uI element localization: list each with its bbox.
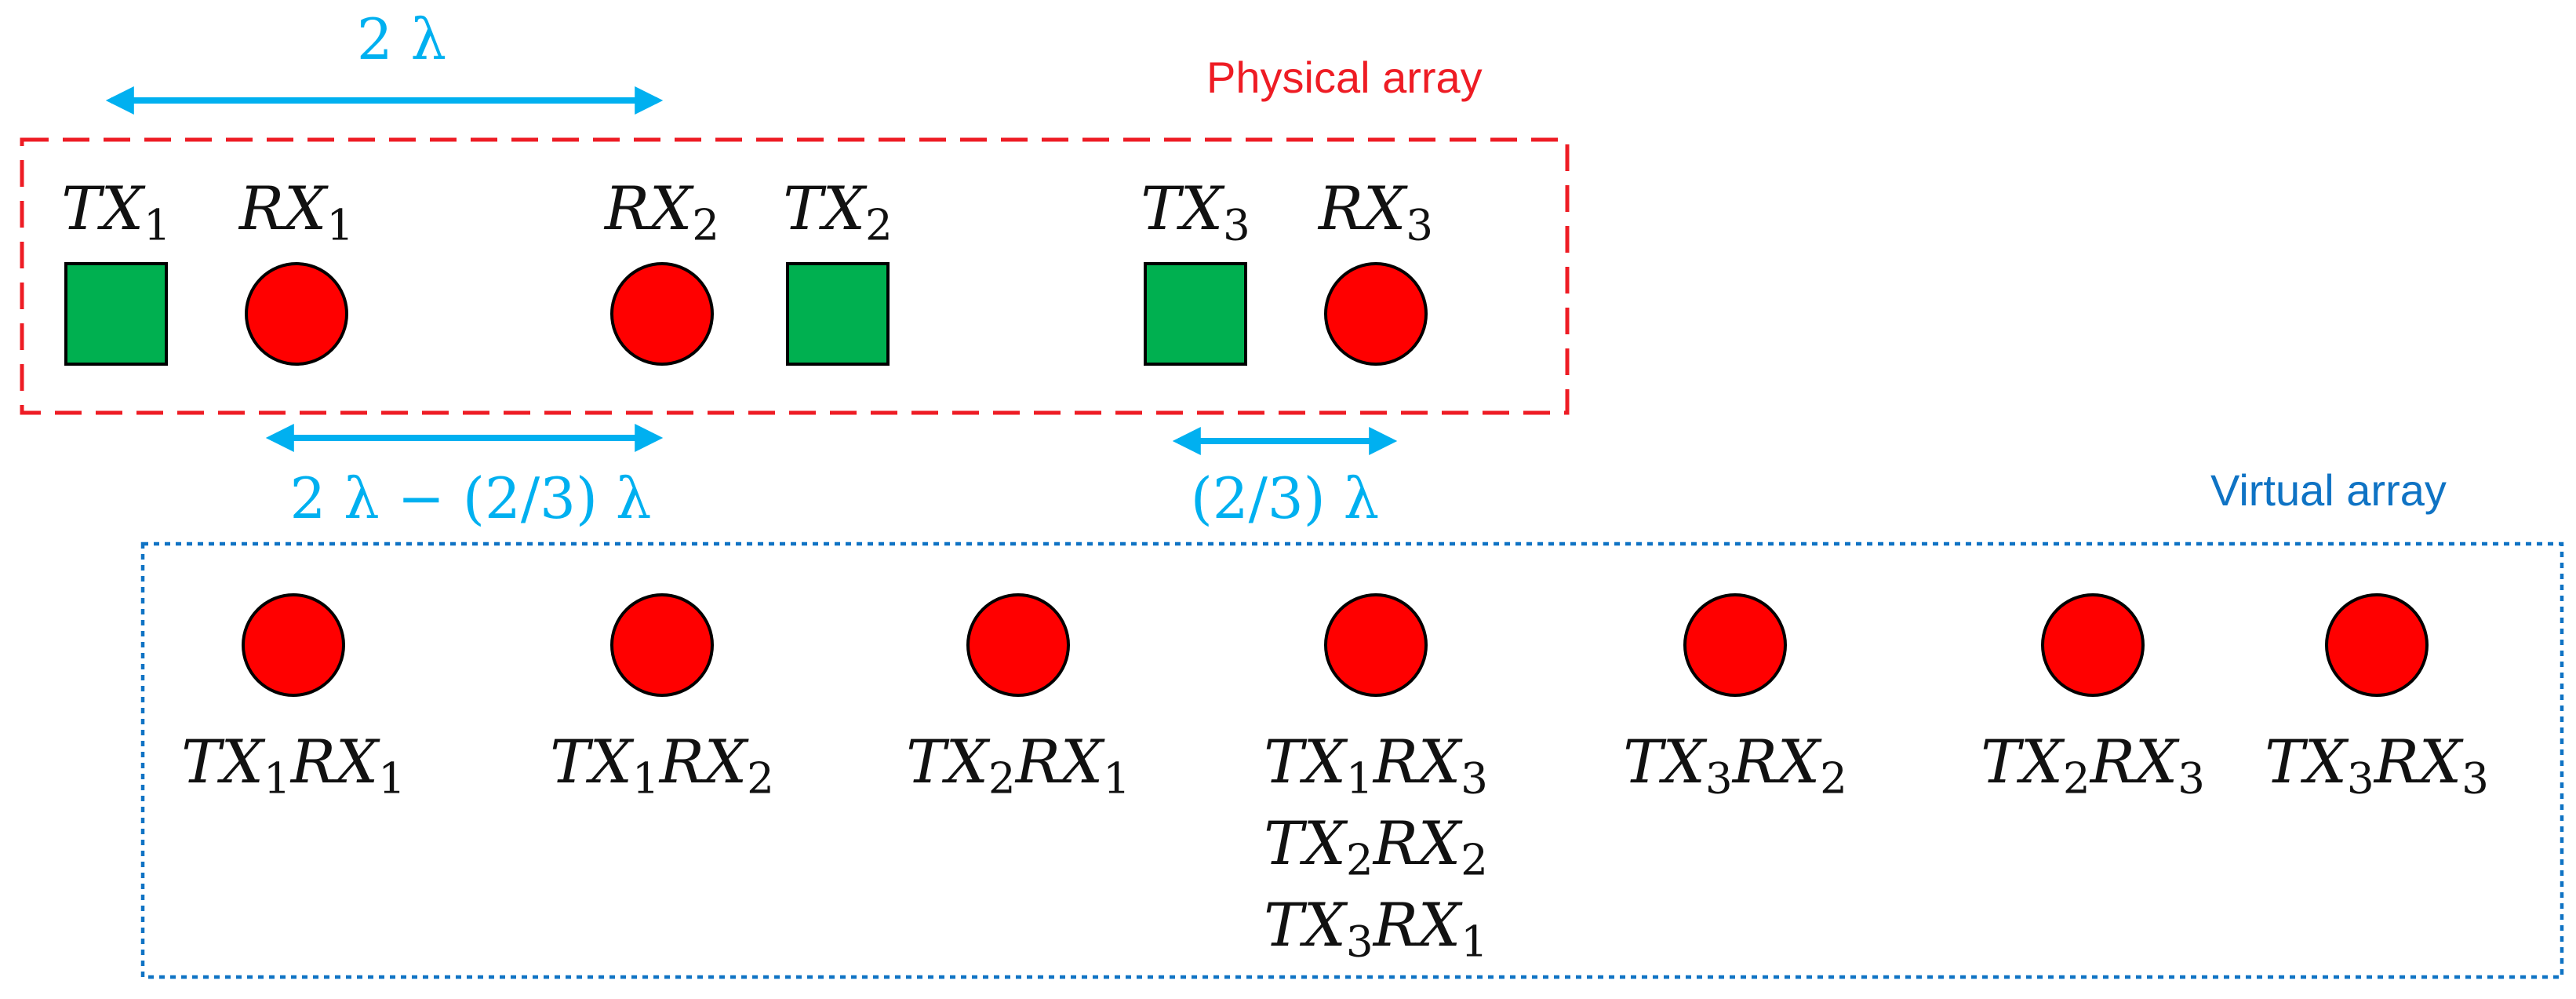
- tx-square: [786, 262, 890, 366]
- physical-rx-3: RX3: [1317, 173, 1433, 366]
- physical-label-rx-2: RX2: [603, 173, 719, 250]
- virtual-label-tx3-rx1: TX3RX1: [1264, 890, 1488, 967]
- physical-label-tx-1: TX1: [61, 173, 171, 250]
- virtual-circle: [2041, 593, 2145, 697]
- virtual-label-tx2-rx3: TX2RX3: [1981, 727, 2205, 804]
- virtual-circle: [610, 593, 714, 697]
- virtual-label-tx2-rx2: TX2RX2: [1264, 808, 1488, 885]
- spacing-label-top: 2 λ: [357, 6, 446, 72]
- virtual-circle: [966, 593, 1070, 697]
- physical-tx-1: TX1: [61, 173, 171, 366]
- virtual-element-3: TX2RX1: [906, 593, 1130, 804]
- physical-elements: TX1 RX1 RX2 TX2 TX3 RX3: [61, 173, 1433, 366]
- spacing-label-right: (2/3) λ: [1191, 465, 1380, 531]
- virtual-element-2: TX1RX2: [550, 593, 774, 804]
- virtual-label-tx2-rx1: TX2RX1: [906, 727, 1130, 804]
- rx-circle: [1324, 262, 1428, 366]
- tx-square: [64, 262, 168, 366]
- rx-circle: [610, 262, 714, 366]
- virtual-circle: [242, 593, 345, 697]
- virtual-array-box: [140, 541, 2564, 979]
- virtual-label-tx1-rx3: TX1RX3: [1264, 727, 1488, 804]
- virtual-array-label: Virtual array: [2210, 465, 2447, 515]
- physical-label-rx-1: RX1: [238, 173, 354, 250]
- physical-tx-2: TX2: [783, 173, 893, 366]
- spacing-label-left: 2 λ − (2/3) λ: [289, 465, 651, 531]
- physical-label-tx-3: TX3: [1141, 173, 1250, 250]
- virtual-label-tx1-rx2: TX1RX2: [550, 727, 774, 804]
- physical-label-rx-3: RX3: [1317, 173, 1433, 250]
- virtual-label-tx3-rx3: TX3RX3: [2265, 727, 2489, 804]
- virtual-element-5: TX3RX2: [1623, 593, 1847, 804]
- tx-square: [1144, 262, 1247, 366]
- virtual-circle: [1683, 593, 1787, 697]
- physical-label-tx-2: TX2: [783, 173, 893, 250]
- physical-rx-2: RX2: [603, 173, 719, 366]
- physical-tx-3: TX3: [1141, 173, 1250, 366]
- virtual-label-tx1-rx1: TX1RX1: [181, 727, 406, 804]
- virtual-element-7: TX3RX3: [2265, 593, 2489, 804]
- virtual-element-6: TX2RX3: [1981, 593, 2205, 804]
- physical-array-label: Physical array: [1206, 53, 1483, 102]
- rx-circle: [245, 262, 348, 366]
- virtual-circle: [2325, 593, 2429, 697]
- virtual-label-tx3-rx2: TX3RX2: [1623, 727, 1847, 804]
- physical-array-box: [20, 137, 1570, 415]
- physical-rx-1: RX1: [238, 173, 354, 366]
- virtual-circle: [1324, 593, 1428, 697]
- virtual-element-1: TX1RX1: [181, 593, 406, 804]
